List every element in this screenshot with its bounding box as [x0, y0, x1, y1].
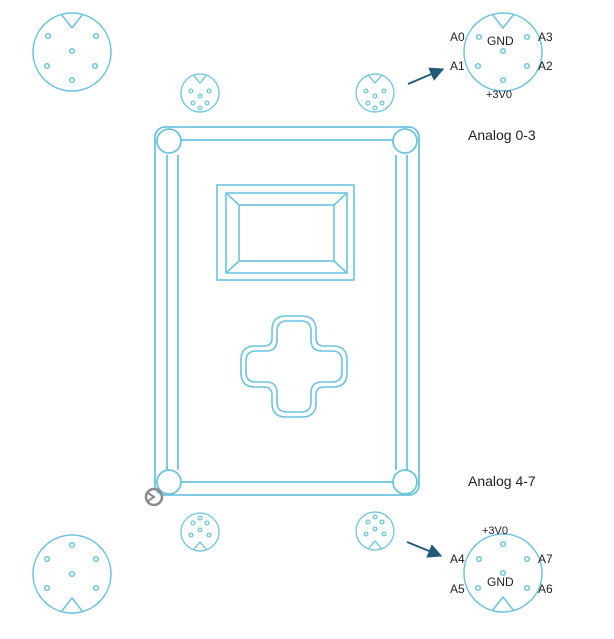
mounting-holes	[156, 128, 418, 495]
cursor-indicator	[144, 487, 164, 507]
console-dpad	[240, 315, 348, 418]
pin-label-vcc-top: +3V0	[486, 89, 512, 101]
pin-label-gnd-bottom: GND	[487, 575, 514, 589]
pin-label-a7: A7	[538, 552, 553, 566]
pin-label-a0: A0	[450, 30, 465, 44]
mounting-hole-bottom-right	[392, 469, 418, 495]
pin-label-a1: A1	[450, 59, 465, 73]
arrow-top-pinout	[407, 67, 445, 85]
pin-label-vcc-bottom: +3V0	[482, 525, 508, 537]
console-body	[154, 126, 420, 496]
din-socket-small-bottom-right	[355, 511, 395, 551]
pin-label-a3: A3	[538, 30, 553, 44]
din-socket-analog-0-3	[463, 12, 543, 92]
pin-label-gnd-top: GND	[487, 34, 514, 48]
mounting-hole-bottom-left	[156, 469, 182, 495]
pin-label-a6: A6	[538, 582, 553, 596]
din-socket-small-top-left	[180, 73, 220, 113]
mounting-hole-top-left	[156, 128, 182, 154]
din-socket-small-top-right	[355, 73, 395, 113]
din-socket-small-bottom-left	[180, 512, 220, 552]
din-socket-top-left	[32, 12, 112, 92]
din-socket-analog-4-7	[463, 533, 543, 613]
arrow-bottom-pinout	[406, 541, 443, 558]
console-screen	[216, 184, 355, 281]
din-socket-bottom-left	[32, 534, 112, 614]
pin-label-a2: A2	[538, 59, 553, 73]
mounting-hole-top-right	[392, 128, 418, 154]
section-label-analog-0-3: Analog 0-3	[468, 127, 536, 143]
pin-label-a5: A5	[450, 582, 465, 596]
pin-label-a4: A4	[450, 552, 465, 566]
section-label-analog-4-7: Analog 4-7	[468, 473, 536, 489]
